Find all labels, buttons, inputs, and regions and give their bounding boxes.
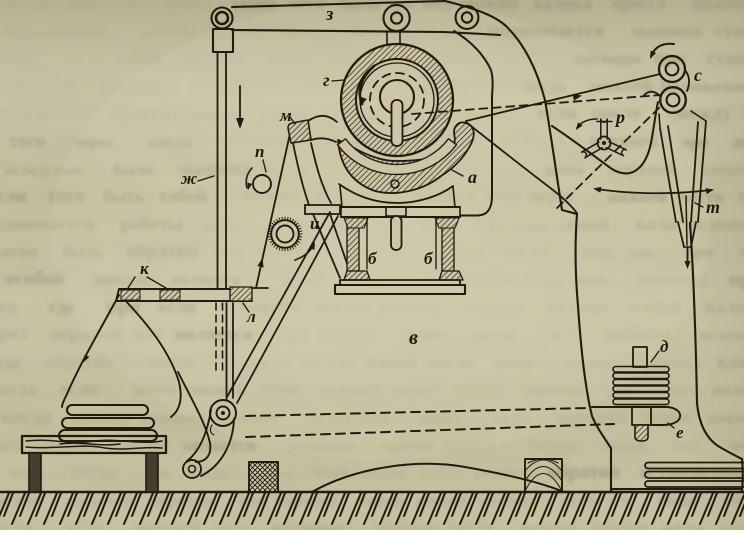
svg-text:м: м bbox=[279, 106, 292, 125]
svg-text:а: а bbox=[468, 167, 477, 187]
svg-text:ж: ж bbox=[180, 169, 197, 188]
svg-text:б: б bbox=[368, 249, 378, 268]
svg-text:к: к bbox=[140, 259, 149, 278]
svg-text:е: е bbox=[676, 423, 684, 442]
svg-text:б: б bbox=[424, 249, 434, 268]
svg-text:т: т bbox=[706, 197, 720, 217]
svg-text:в: в bbox=[409, 327, 418, 349]
svg-text:г: г bbox=[323, 70, 330, 90]
svg-text:с: с bbox=[694, 65, 702, 85]
svg-text:п: п bbox=[255, 142, 264, 161]
svg-text:д: д bbox=[660, 337, 669, 356]
svg-text:и: и bbox=[310, 214, 319, 233]
svg-text:з: з bbox=[325, 4, 334, 25]
svg-text:л: л bbox=[246, 307, 256, 326]
svg-text:р: р bbox=[614, 107, 625, 127]
